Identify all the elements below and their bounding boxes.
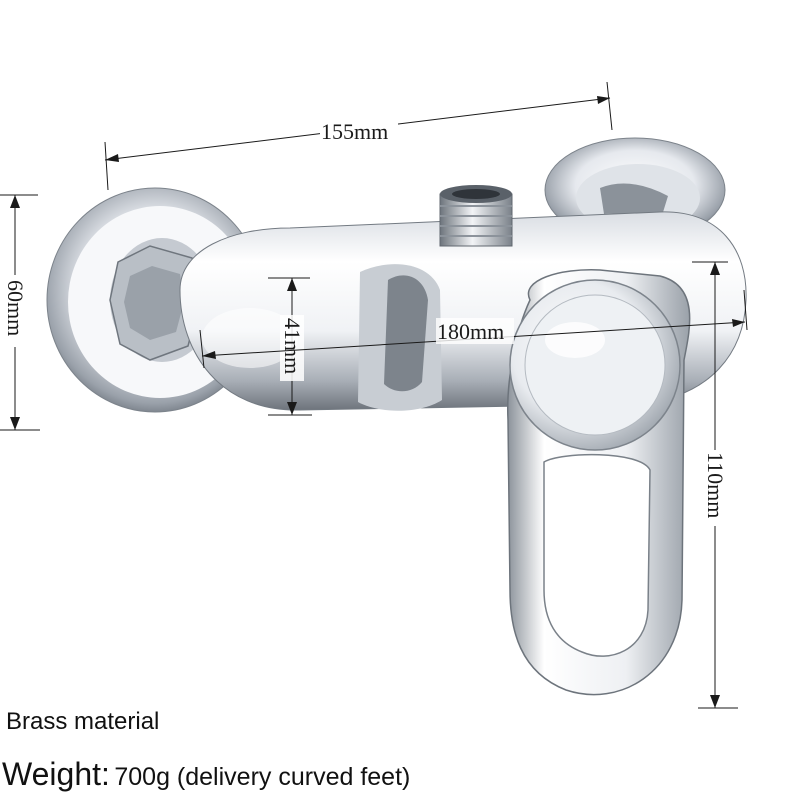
dimension-label-handle-height: 110mm bbox=[703, 452, 728, 518]
threaded-outlet bbox=[439, 185, 513, 247]
dimension-label-height-left: 60mm bbox=[3, 280, 28, 336]
dimension-width-top: 155mm bbox=[104, 81, 613, 191]
dimension-label-width-top: 155mm bbox=[321, 119, 388, 144]
dimension-overall-length: 180mm bbox=[199, 289, 748, 369]
lever-handle bbox=[506, 269, 691, 696]
dimension-handle-height: 110mm bbox=[692, 261, 738, 709]
dimension-height-left: 60mm bbox=[0, 194, 40, 431]
weight-caption: Weight: 700g (delivery curved feet) bbox=[2, 756, 410, 793]
weight-label: Weight: bbox=[2, 756, 110, 792]
dimension-label-body-height: 41mm bbox=[280, 318, 305, 374]
dimension-label-overall-length: 180mm bbox=[437, 319, 504, 344]
material-caption: Brass material bbox=[6, 708, 160, 735]
weight-value: 700g (delivery curved feet) bbox=[114, 763, 411, 791]
dimension-body-height: 41mm bbox=[268, 277, 312, 416]
